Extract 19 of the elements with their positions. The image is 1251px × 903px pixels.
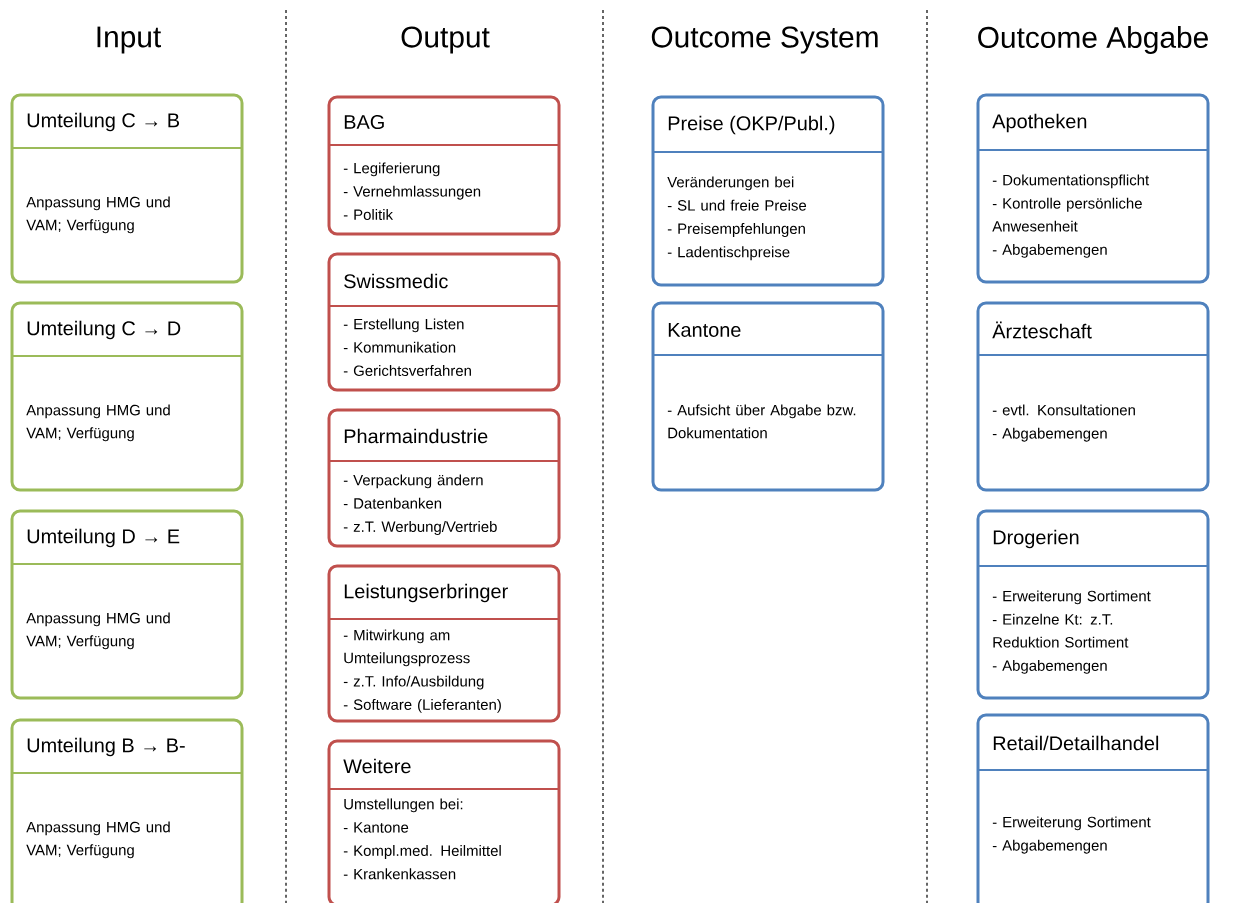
info-card: Pharmaindustrie - Verpackung ändern - Datenbanken - z.T. Werbung/Vertrieb: [327, 408, 561, 548]
info-card: BAG - Legiferierung - Vernehmlassungen - Politik: [327, 95, 561, 236]
info-card: Leistungserbringer - Mitwirkung am Umteilungsprozess - z.T. Info/Ausbildung - Software (Lieferanten): [327, 564, 561, 723]
column-heading: Input: [97, 26, 161, 54]
info-card: Umteilung D → E Anpassung HMG und VAM; Verfügung: [10, 509, 244, 700]
info-card: Drogerien - Erweiterung Sortiment - Einzelne Kt: z.T. Reduktion Sortiment - Abgabemengen: [976, 509, 1210, 700]
info-card: Ärzteschaft - evtl. Konsultationen - Abgabemengen: [976, 301, 1210, 492]
info-card: Swissmedic - Erstellung Listen - Kommunikation - Gerichtsverfahren: [327, 252, 561, 392]
column-heading: Outcome Abgabe: [978, 26, 1208, 54]
info-card: Umteilung C → B Anpassung HMG und VAM; Verfügung: [10, 93, 244, 284]
info-card: Umteilung C → D Anpassung HMG und VAM; Verfügung: [10, 301, 244, 492]
info-card: Weitere Umstellungen bei: - Kantone - Kompl.med. Heilmittel - Krankenkassen: [327, 739, 561, 903]
info-card: Preise (OKP/Publ.) Veränderungen bei - SL und freie Preise - Preisempfehlungen - Ladentischpreise: [651, 95, 885, 287]
column-heading: Output: [401, 26, 490, 54]
info-card: Umteilung B → B- Anpassung HMG und VAM; Verfügung: [10, 718, 244, 903]
info-card: Kantone - Aufsicht über Abgabe bzw. Dokumentation: [651, 301, 885, 492]
info-card: Retail/Detailhandel - Erweiterung Sortiment - Abgabemengen: [976, 713, 1210, 903]
column-heading: Outcome System: [651, 26, 878, 54]
info-card: Apotheken - Dokumentationspflicht - Kontrolle persönliche Anwesenheit - Abgabemengen: [976, 93, 1210, 284]
